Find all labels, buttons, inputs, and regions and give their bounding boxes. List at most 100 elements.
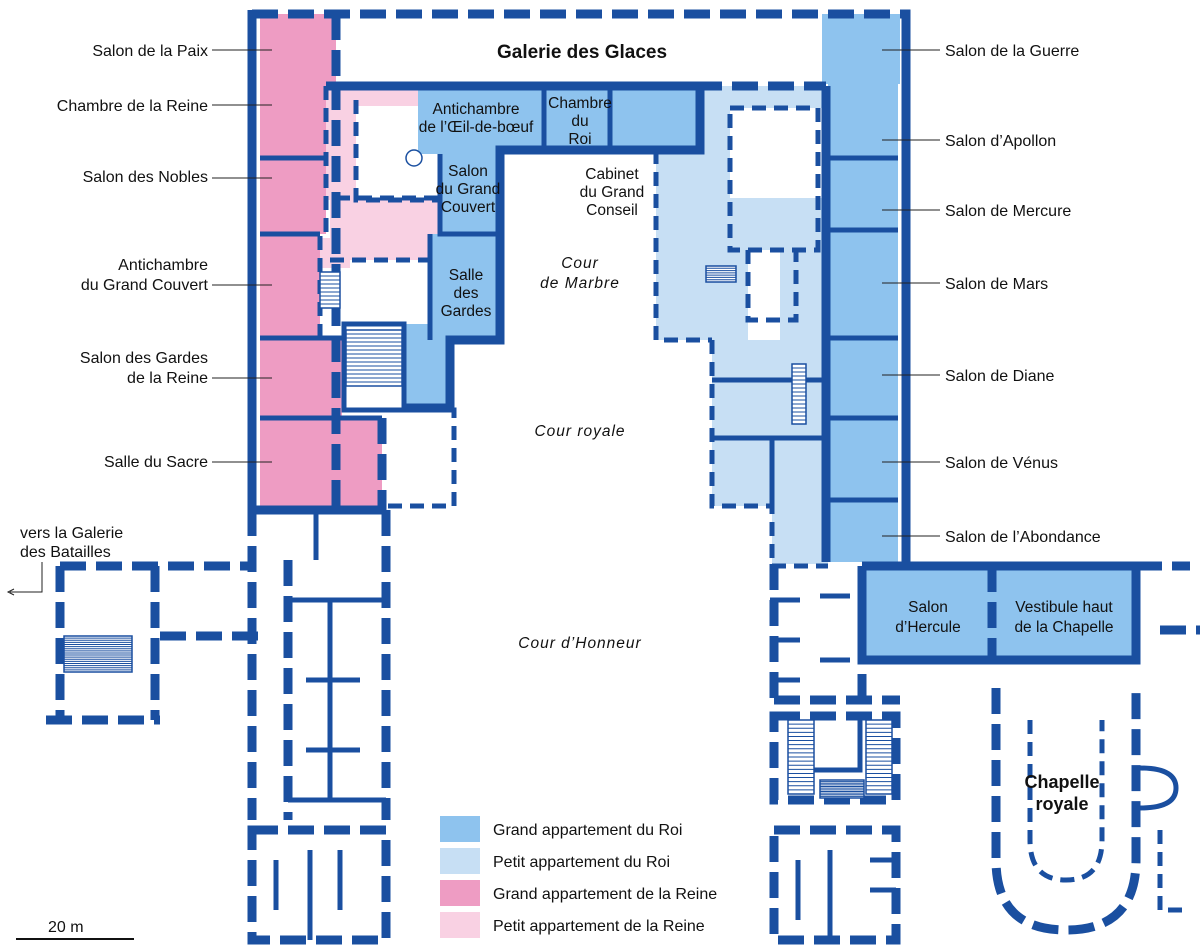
label-salon-apollon: Salon d’Apollon	[945, 133, 1056, 150]
court-label-marbre-2: de Marbre	[540, 275, 620, 292]
petit-roi-room	[700, 108, 730, 198]
salon-grand-couvert-room	[440, 154, 500, 234]
label-chambre-de-la-reine: Chambre de la Reine	[57, 98, 208, 115]
petit-roi-room	[780, 250, 826, 340]
room-label-grand-couvert-1: Salon	[448, 163, 488, 180]
label-salon-gardes-reine-1: Salon des Gardes	[80, 350, 208, 367]
salon-de-la-guerre-room	[822, 14, 900, 84]
salons-column-room	[828, 84, 898, 562]
walls	[46, 9, 1200, 945]
label-salon-des-nobles: Salon des Nobles	[83, 169, 208, 186]
label-antichambre-grand-couvert-2: du Grand Couvert	[81, 277, 209, 294]
legend-label-grand-reine: Grand appartement de la Reine	[493, 886, 717, 903]
stair-treads	[788, 723, 814, 791]
stair-treads	[64, 637, 132, 671]
grand-appartement-roi	[404, 14, 1136, 660]
label-salon-de-venus: Salon de Vénus	[945, 455, 1058, 472]
room-label-gardes-1: Salle	[449, 267, 483, 284]
petit-roi-room	[700, 250, 748, 340]
room-label-oeil-2: de l’Œil-de-bœuf	[419, 119, 534, 136]
court-label-honneur: Cour d’Honneur	[518, 635, 641, 652]
cabinet-grand-conseil-room	[610, 88, 698, 150]
label-salon-de-mars: Salon de Mars	[945, 276, 1048, 293]
petit-appartement-reine	[320, 88, 440, 268]
staircase	[791, 363, 807, 425]
room-label-gardes-3: Gardes	[441, 303, 492, 320]
salon-des-nobles-room	[260, 158, 326, 234]
label-salon-de-diane: Salon de Diane	[945, 368, 1055, 385]
stair-treads	[792, 367, 806, 421]
salon-hercule-room	[862, 566, 992, 660]
room-label-chambre-roi-1: Chambre	[548, 95, 612, 112]
room-label-oeil-1: Antichambre	[432, 101, 519, 118]
legend-swatch-grand-roi	[440, 816, 480, 842]
salon-gardes-reine-room	[260, 338, 342, 418]
label-antichambre-grand-couvert-1: Antichambre	[118, 257, 208, 274]
room-label-vestibule-2: de la Chapelle	[1014, 619, 1113, 636]
petit-roi-room	[712, 340, 826, 506]
label-salon-de-la-paix: Salon de la Paix	[92, 43, 208, 60]
galerie-des-glaces-title: Galerie des Glaces	[497, 42, 667, 63]
chambre-de-la-reine-room	[260, 84, 326, 158]
stair-treads	[820, 781, 864, 797]
grand-appartement-reine	[260, 14, 382, 508]
room-label-hercule-1: Salon	[908, 599, 948, 616]
staircase	[319, 271, 341, 309]
label-salon-abondance: Salon de l’Abondance	[945, 529, 1101, 546]
room-label-hercule-2: d’Hercule	[895, 619, 960, 636]
stair-treads	[866, 723, 892, 791]
room-label-chambre-roi-2: du	[571, 113, 588, 130]
court-label-royale: Cour royale	[534, 423, 625, 440]
petit-reine-room	[326, 100, 356, 200]
room-label-cabinet-1: Cabinet	[585, 166, 639, 183]
petit-roi-room	[772, 506, 828, 564]
room-label-cabinet-2: du Grand	[580, 184, 645, 201]
stair-treads	[346, 333, 402, 383]
staircases	[63, 149, 893, 799]
spiral-staircase	[405, 149, 423, 167]
stair-treads	[320, 275, 340, 305]
chambre-du-roi-room	[544, 88, 610, 154]
legend-swatch-petit-roi	[440, 848, 480, 874]
petit-appartement-roi	[656, 86, 828, 564]
room-label-grand-couvert-3: Couvert	[441, 199, 496, 216]
label-vers-galerie-batailles-1: vers la Galerie	[20, 525, 123, 542]
room-label-grand-couvert-2: du Grand	[436, 181, 501, 198]
legend-label-grand-roi: Grand appartement du Roi	[493, 822, 682, 839]
room-label-vestibule-1: Vestibule haut	[1015, 599, 1113, 616]
stair-treads	[706, 267, 736, 281]
legend-swatch-petit-reine	[440, 912, 480, 938]
label-salon-de-mercure: Salon de Mercure	[945, 203, 1071, 220]
label-salon-gardes-reine-2: de la Reine	[127, 370, 208, 387]
room-label-gardes-2: des	[454, 285, 479, 302]
gardes-annex-room	[404, 324, 450, 408]
room-label-chambre-roi-3: Roi	[568, 131, 591, 148]
legend: Grand appartement du Roi Petit apparteme…	[440, 816, 717, 938]
legend-label-petit-roi: Petit appartement du Roi	[493, 854, 670, 871]
staircase	[63, 635, 133, 673]
petit-roi-room	[656, 150, 700, 340]
scale-bar: 20 m	[16, 919, 134, 940]
legend-label-petit-reine: Petit appartement de la Reine	[493, 918, 705, 935]
chapelle-royale-label-1: Chapelle	[1024, 772, 1099, 792]
staircase	[819, 779, 865, 799]
antichambre-grand-couvert-room	[260, 234, 320, 338]
scale-label: 20 m	[48, 919, 84, 936]
label-vers-galerie-batailles-2: des Batailles	[20, 544, 111, 561]
salle-du-sacre-room	[260, 418, 382, 508]
petit-roi-room	[700, 198, 826, 250]
legend-swatch-grand-reine	[440, 880, 480, 906]
leader-lines	[6, 49, 940, 596]
label-salon-de-la-guerre: Salon de la Guerre	[945, 43, 1079, 60]
staircase	[705, 265, 737, 283]
court-label-marbre-1: Cour	[561, 255, 599, 272]
oeil-de-boeuf-room	[418, 88, 544, 154]
salle-des-gardes-room	[430, 234, 500, 340]
chapelle-royale-label-2: royale	[1035, 794, 1088, 814]
label-salle-du-sacre: Salle du Sacre	[104, 454, 208, 471]
salon-de-la-paix-room	[260, 14, 336, 84]
room-label-cabinet-3: Conseil	[586, 202, 638, 219]
petit-roi-room	[700, 86, 826, 108]
vestibule-chapelle-room	[992, 566, 1136, 660]
